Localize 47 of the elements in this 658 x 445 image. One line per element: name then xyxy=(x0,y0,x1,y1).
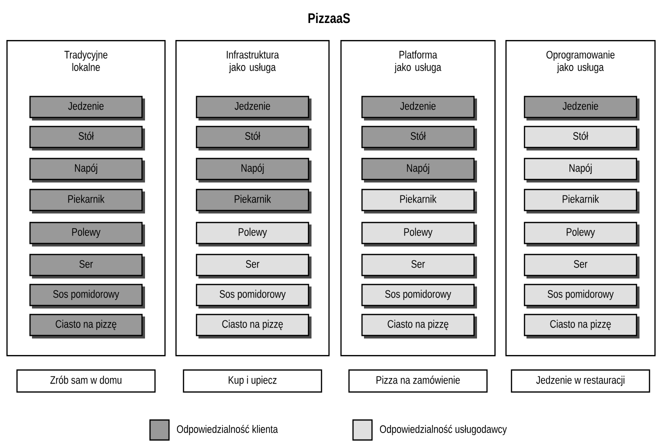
scenario-box: Zrób sam w domu xyxy=(16,369,156,393)
layer-box: Piekarnik xyxy=(196,188,312,214)
layer-box: Jedzenie xyxy=(524,96,640,120)
scenario-box: Kup i upiecz xyxy=(182,369,322,393)
layer-box: Napój xyxy=(524,158,640,182)
layer-box: Piekarnik xyxy=(29,188,145,214)
layer-box: Napój xyxy=(196,158,312,182)
layer-box: Napój xyxy=(29,158,145,182)
layer-box: Sos pomidorowy xyxy=(29,284,145,308)
layer-box: Piekarnik xyxy=(524,188,640,214)
column-box xyxy=(340,40,496,356)
column-box xyxy=(6,40,166,356)
layer-box: Polewy xyxy=(29,222,145,246)
layer-box: Polewy xyxy=(524,222,640,246)
layer-box: Sos pomidorowy xyxy=(361,284,477,308)
column-heading: Tradycyjne lokalne xyxy=(64,50,108,72)
scenario-box: Pizza na zamówienie xyxy=(348,369,488,393)
layer-box: Stół xyxy=(29,126,145,150)
layer-box: Napój xyxy=(361,158,477,182)
layer-box: Ciasto na pizzę xyxy=(361,314,477,338)
layer-box: Ser xyxy=(524,254,640,278)
layer-box: Jedzenie xyxy=(361,96,477,120)
layer-box: Stół xyxy=(196,126,312,150)
title: PizzaaS xyxy=(308,12,350,24)
layer-box: Polewy xyxy=(196,222,312,246)
layer-box: Jedzenie xyxy=(196,96,312,120)
layer-box: Ser xyxy=(361,254,477,278)
layer-box: Ciasto na pizzę xyxy=(524,314,640,338)
column-heading: Oprogramowanie jako usługa xyxy=(546,50,615,74)
layer-box: Ser xyxy=(196,254,312,278)
layer-box: Stół xyxy=(524,126,640,150)
legend-label: Odpowiedzialność usługodawcy xyxy=(380,424,507,436)
column-box xyxy=(175,40,330,356)
layer-box: Ciasto na pizzę xyxy=(196,314,312,338)
layer-box: Jedzenie xyxy=(29,96,145,120)
layer-box: Ser xyxy=(29,254,145,278)
layer-box: Ciasto na pizzę xyxy=(29,314,145,338)
layer-box: Sos pomidorowy xyxy=(196,284,312,308)
layer-box: Polewy xyxy=(361,222,477,246)
column-heading: Infrastruktura jako usługa xyxy=(226,50,279,74)
layer-box: Piekarnik xyxy=(361,188,477,214)
legend-label: Odpowiedzialność klienta xyxy=(176,424,278,436)
column-heading: Platforma jako usługa xyxy=(394,50,442,74)
scenario-box: Jedzenie w restauracji xyxy=(510,369,650,393)
column-box xyxy=(505,40,656,356)
layer-box: Stół xyxy=(361,126,477,150)
layer-box: Sos pomidorowy xyxy=(524,284,640,308)
